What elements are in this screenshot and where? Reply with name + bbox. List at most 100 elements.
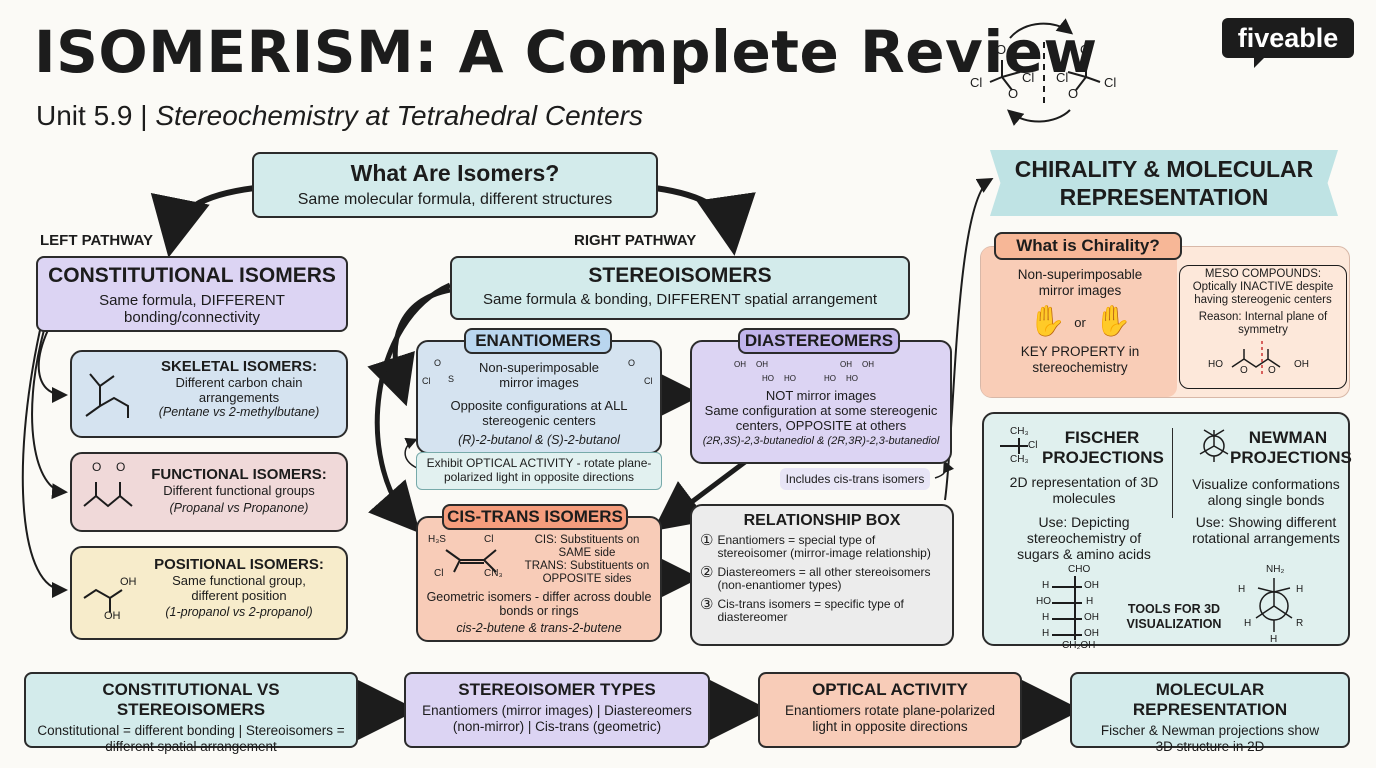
subtitle-topic: Stereochemistry at Tetrahedral Centers xyxy=(155,100,643,131)
positional-text: Same functional group, different positio… xyxy=(172,573,306,603)
cis-trans-label-text: CIS-TRANS ISOMERS xyxy=(447,507,623,526)
mol-label: H xyxy=(1244,618,1252,629)
newman-use: Use: Showing different rotational arrang… xyxy=(1192,514,1340,546)
bottom-card-title: CONSTITUTIONAL VS STEREOISOMERS xyxy=(102,680,280,719)
projections-panel: CH₃ Cl CH₃ FISCHER PROJECTIONS 2D repres… xyxy=(982,412,1352,651)
relationship-item-1: ① Enantiomers = special type of stereois… xyxy=(700,532,944,560)
bottom-card-constitutional-vs-stereo: CONSTITUTIONAL VS STEREOISOMERS Constitu… xyxy=(24,672,358,754)
chirality-key-text: KEY PROPERTY in stereochemistry xyxy=(1020,344,1140,376)
newman-small-icon xyxy=(1199,429,1229,462)
chirality-banner-text: CHIRALITY & MOLECULAR REPRESENTATION xyxy=(1014,156,1314,210)
relationship-item-2: ② Diastereomers = all other stereoisomer… xyxy=(700,564,944,592)
enantiomers-label: ENANTIOMERS xyxy=(464,328,612,354)
subtitle-unit: Unit 5.9 | xyxy=(36,100,156,131)
mol-label: OH xyxy=(120,576,137,588)
enantiomers-box: Non-superimposable mirror images Opposit… xyxy=(416,340,662,454)
enantiomers-text1: Non-superimposable mirror images xyxy=(479,360,599,390)
mol-label: H₃S xyxy=(428,534,446,545)
mol-label: Cl xyxy=(484,534,494,545)
tools-label: TOOLS FOR 3D VISUALIZATION xyxy=(1126,602,1222,631)
mol-label: H xyxy=(1042,612,1050,623)
newman-title: NEWMAN PROJECTIONS xyxy=(1230,428,1352,467)
stereoisomers-box: STEREOISOMERS Same formula & bonding, DI… xyxy=(450,256,910,320)
mol-label: HO xyxy=(846,374,858,383)
relationship-text: Cis-trans isomers = specific type of dia… xyxy=(717,597,904,624)
meso-molecule-lines xyxy=(1231,341,1281,375)
fischer-title: FISCHER PROJECTIONS xyxy=(1042,428,1164,467)
positional-molecule xyxy=(83,588,123,612)
mol-label: Cl xyxy=(1104,75,1117,90)
mol-label: O xyxy=(434,358,442,368)
fischer-small-molecule: CH₃ Cl CH₃ xyxy=(992,426,1052,466)
mol-label: Cl xyxy=(644,376,653,386)
skeletal-isomers-box: SKELETAL ISOMERS: Different carbon chain… xyxy=(70,350,348,438)
mol-label: CH₂OH xyxy=(1062,640,1096,651)
mol-label: CN₃ xyxy=(484,568,503,579)
mol-label: S xyxy=(448,374,455,384)
meso-text: Optically INACTIVE despite having stereo… xyxy=(1192,281,1334,306)
positional-example: (1-propanol vs 2-propanol) xyxy=(165,605,313,619)
bottom-card-molecular-representation: MOLECULAR REPRESENTATION Fischer & Newma… xyxy=(1070,672,1350,754)
includes-note-text: Includes cis-trans isomers xyxy=(785,472,925,486)
diastereomers-example: (2R,3S)-2,3-butanediol & (2R,3R)-2,3-but… xyxy=(702,435,940,447)
mol-label: NH₂ xyxy=(1266,564,1285,575)
mol-label: O xyxy=(116,460,126,474)
enantiomer-molecule-left: O Cl S xyxy=(420,356,470,396)
diastereomers-label: DIASTEREOMERS xyxy=(738,328,900,354)
cis-trans-text: Geometric isomers - differ across double… xyxy=(426,590,652,618)
relationship-box: RELATIONSHIP BOX ① Enantiomers = special… xyxy=(690,504,954,646)
mol-label: H xyxy=(1086,596,1094,607)
mol-label: H xyxy=(1270,634,1278,645)
constitutional-title: CONSTITUTIONAL ISOMERS xyxy=(48,264,336,287)
relationship-num: ② xyxy=(700,564,714,581)
mol-label: Cl xyxy=(1028,440,1038,451)
chirality-banner: CHIRALITY & MOLECULAR REPRESENTATION xyxy=(990,150,1338,216)
mol-label: Cl xyxy=(970,75,983,90)
skeletal-molecule xyxy=(85,373,129,418)
bottom-card-text: Fischer & Newman projections show 3D str… xyxy=(1100,723,1320,754)
newman-molecule-lines xyxy=(1255,578,1293,632)
cis-trans-example: cis-2-butene & trans-2-butene xyxy=(456,621,622,635)
what-is-chirality-text: What is Chirality? xyxy=(1016,236,1160,255)
hands-icon: ✋ or ✋ xyxy=(987,305,1173,340)
mol-label: H xyxy=(1042,580,1050,591)
mol-label: O xyxy=(1080,42,1091,57)
what-are-isomers-box: What Are Isomers? Same molecular formula… xyxy=(252,152,658,218)
mol-label: OH xyxy=(1084,612,1099,623)
positional-isomers-box: OH OH POSITIONAL ISOMERS: Same functiona… xyxy=(70,546,348,640)
meso-molecule: HO O O OH xyxy=(1184,337,1342,377)
functional-example: (Propanal vs Propanone) xyxy=(169,501,309,515)
diastereomer-molecules: OH OH OH OH HO HO HO HO xyxy=(700,358,942,388)
cis-trans-label: CIS-TRANS ISOMERS xyxy=(442,504,628,530)
stereoisomers-text: Same formula & bonding, DIFFERENT spatia… xyxy=(482,291,878,308)
functional-title: FUNCTIONAL ISOMERS: xyxy=(151,466,327,483)
projections-divider xyxy=(1172,428,1173,518)
constitutional-isomers-box: CONSTITUTIONAL ISOMERS Same formula, DIF… xyxy=(36,256,348,332)
mol-label: HO xyxy=(784,374,796,383)
brand-logo-tail xyxy=(1254,56,1266,68)
mol-label: O xyxy=(1240,365,1248,376)
bottom-card-optical-activity: OPTICAL ACTIVITY Enantiomers rotate plan… xyxy=(758,672,1022,748)
cis-trans-molecule xyxy=(445,549,497,573)
meso-reason: Reason: Internal plane of symmetry xyxy=(1198,311,1328,336)
mol-label: HO xyxy=(762,374,774,383)
what-are-isomers-text: Same molecular formula, different struct… xyxy=(297,191,613,208)
bottom-card-text: Constitutional = different bonding | Ste… xyxy=(37,723,345,754)
mol-label: OH xyxy=(734,360,746,369)
relationship-title: RELATIONSHIP BOX xyxy=(743,512,901,529)
functional-isomers-box: O O FUNCTIONAL ISOMERS: Different functi… xyxy=(70,452,348,532)
mol-label: O xyxy=(1268,365,1276,376)
diastereomers-text2: Same configuration at some stereogenic c… xyxy=(704,403,938,433)
diastereomers-text1: NOT mirror images xyxy=(765,388,877,403)
newman-text: Visualize conformations along single bon… xyxy=(1192,476,1340,508)
relationship-num: ③ xyxy=(700,596,714,613)
relationship-num: ① xyxy=(700,532,714,549)
mol-label: O xyxy=(996,42,1007,57)
mol-label: OH xyxy=(1084,580,1099,591)
enantiomer-molecule-right: O Cl xyxy=(616,356,660,396)
newman-molecule: NH₂ H H H R H xyxy=(1234,564,1314,645)
mol-label: H xyxy=(1042,628,1050,639)
constitutional-text: Same formula, DIFFERENT bonding/connecti… xyxy=(99,292,285,326)
mol-label: HO xyxy=(1036,596,1051,607)
chirality-panel xyxy=(981,247,1177,397)
